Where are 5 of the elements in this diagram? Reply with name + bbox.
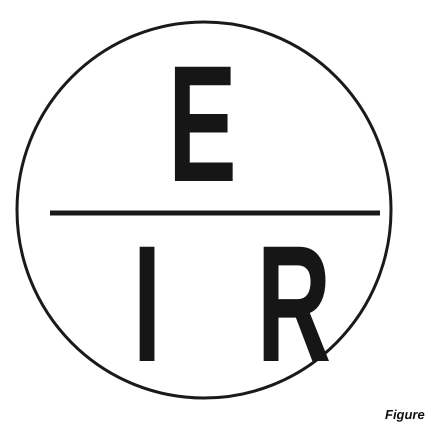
letter-e: E (168, 42, 237, 208)
figure-caption: Figure (385, 407, 425, 422)
letter-r: R (256, 222, 332, 388)
circle-outline (16, 20, 392, 400)
letter-i: I (132, 222, 162, 388)
